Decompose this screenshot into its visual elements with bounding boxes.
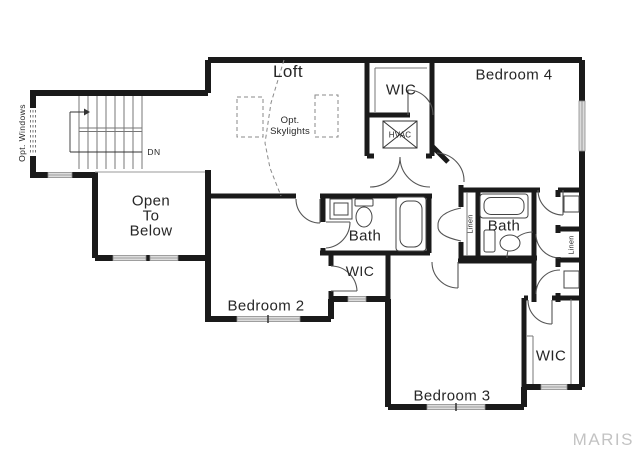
room-label-wic-bedroom3: WIC [535,347,567,365]
door-arc [527,299,553,325]
door-arc [437,207,462,242]
door-arc [537,189,564,216]
annotation-hvac: HVAC [388,130,412,140]
door-arc [330,265,358,292]
annotation-opt-windows: Opt. Windows [17,104,27,162]
bath-fixtures [329,193,529,253]
door-arc [407,89,434,116]
maris-watermark: MARIS [572,430,634,449]
hvac-symbol [382,120,418,149]
room-label-bedroom4: Bedroom 4 [475,66,553,84]
door-arc [369,156,431,188]
optional-windows [29,108,37,156]
linen-shelf [563,270,580,289]
opt-skylights-outlines [236,59,339,197]
linen-shelf [563,195,580,213]
annotation-linen-left: Linen [465,214,475,234]
toilet-bowl [499,234,521,252]
room-label-bedroom3: Bedroom 3 [413,387,491,405]
room-label-open-to-below: Open To Below [129,192,173,240]
vanity-sink [483,229,496,253]
stairs-arrow [84,108,90,116]
room-label-bedroom2: Bedroom 2 [227,297,305,315]
dashed-roof-line [264,59,285,197]
room-label-wic-loft: WIC [385,81,417,99]
staircase [78,96,205,173]
skylight-outline [314,94,339,138]
door-arc [535,269,561,295]
toilet-bowl [355,206,373,228]
skylight-outline [236,96,264,138]
annotation-opt-skylights: Opt. Skylights [270,115,310,137]
windows [47,100,586,411]
doors [295,89,564,325]
shelving-lines [374,67,580,384]
exterior-walls [30,57,585,410]
annotation-linen-right: Linen [566,235,576,255]
door-arc [431,261,459,289]
door-arc [325,221,351,249]
door-arc [295,198,321,224]
room-label-bath-right: Bath [487,217,521,235]
room-label-bath-left: Bath [348,227,382,245]
annotation-stairs-down: DN [147,147,161,157]
interior-walls [208,60,582,387]
stairs-direction-line [69,108,142,153]
room-label-wic-bedroom2: WIC [345,263,375,279]
door-arc [436,152,465,183]
door-arc [535,233,561,259]
room-label-loft: Loft [273,62,303,81]
toilet-tank [354,198,374,207]
